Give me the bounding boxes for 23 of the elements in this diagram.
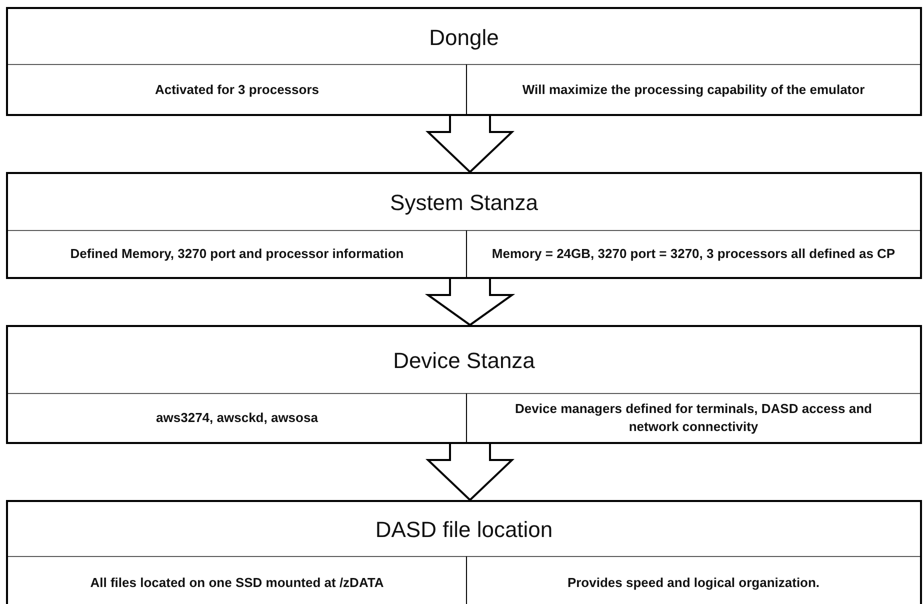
- stage-title: Dongle: [429, 24, 499, 50]
- stage-title: DASD file location: [375, 517, 553, 543]
- stage-title: System Stanza: [390, 190, 538, 216]
- stage-panel: [6, 172, 922, 279]
- detail-text: Activated for 3 processors: [154, 80, 319, 98]
- stage-panel: [6, 7, 922, 116]
- detail-text: Provides speed and logical organization.: [567, 574, 820, 592]
- detail-cell: [466, 556, 920, 604]
- detail-cell: [466, 393, 920, 442]
- block-arrow: [426, 115, 514, 174]
- detail-text: Device managers defined for terminals, DASD access and network connectivity: [514, 400, 873, 436]
- stage-title: Device Stanza: [393, 348, 535, 374]
- block-arrow: [426, 443, 514, 502]
- block-arrow: [424, 278, 516, 326]
- detail-cell: [466, 230, 920, 277]
- detail-text: Defined Memory, 3270 port and processor information: [70, 245, 404, 263]
- detail-text: aws3274, awsckd, awsosa: [156, 409, 318, 427]
- detail-text: Memory = 24GB, 3270 port = 3270, 3 processors all defined as CP: [492, 245, 896, 263]
- detail-cell: [466, 64, 920, 114]
- stage-panel: [6, 325, 922, 444]
- detail-text: All files located on one SSD mounted at /zDATA: [90, 574, 384, 592]
- detail-text: Will maximize the processing capability of the emulator: [522, 80, 865, 98]
- stage-panel: [6, 500, 922, 604]
